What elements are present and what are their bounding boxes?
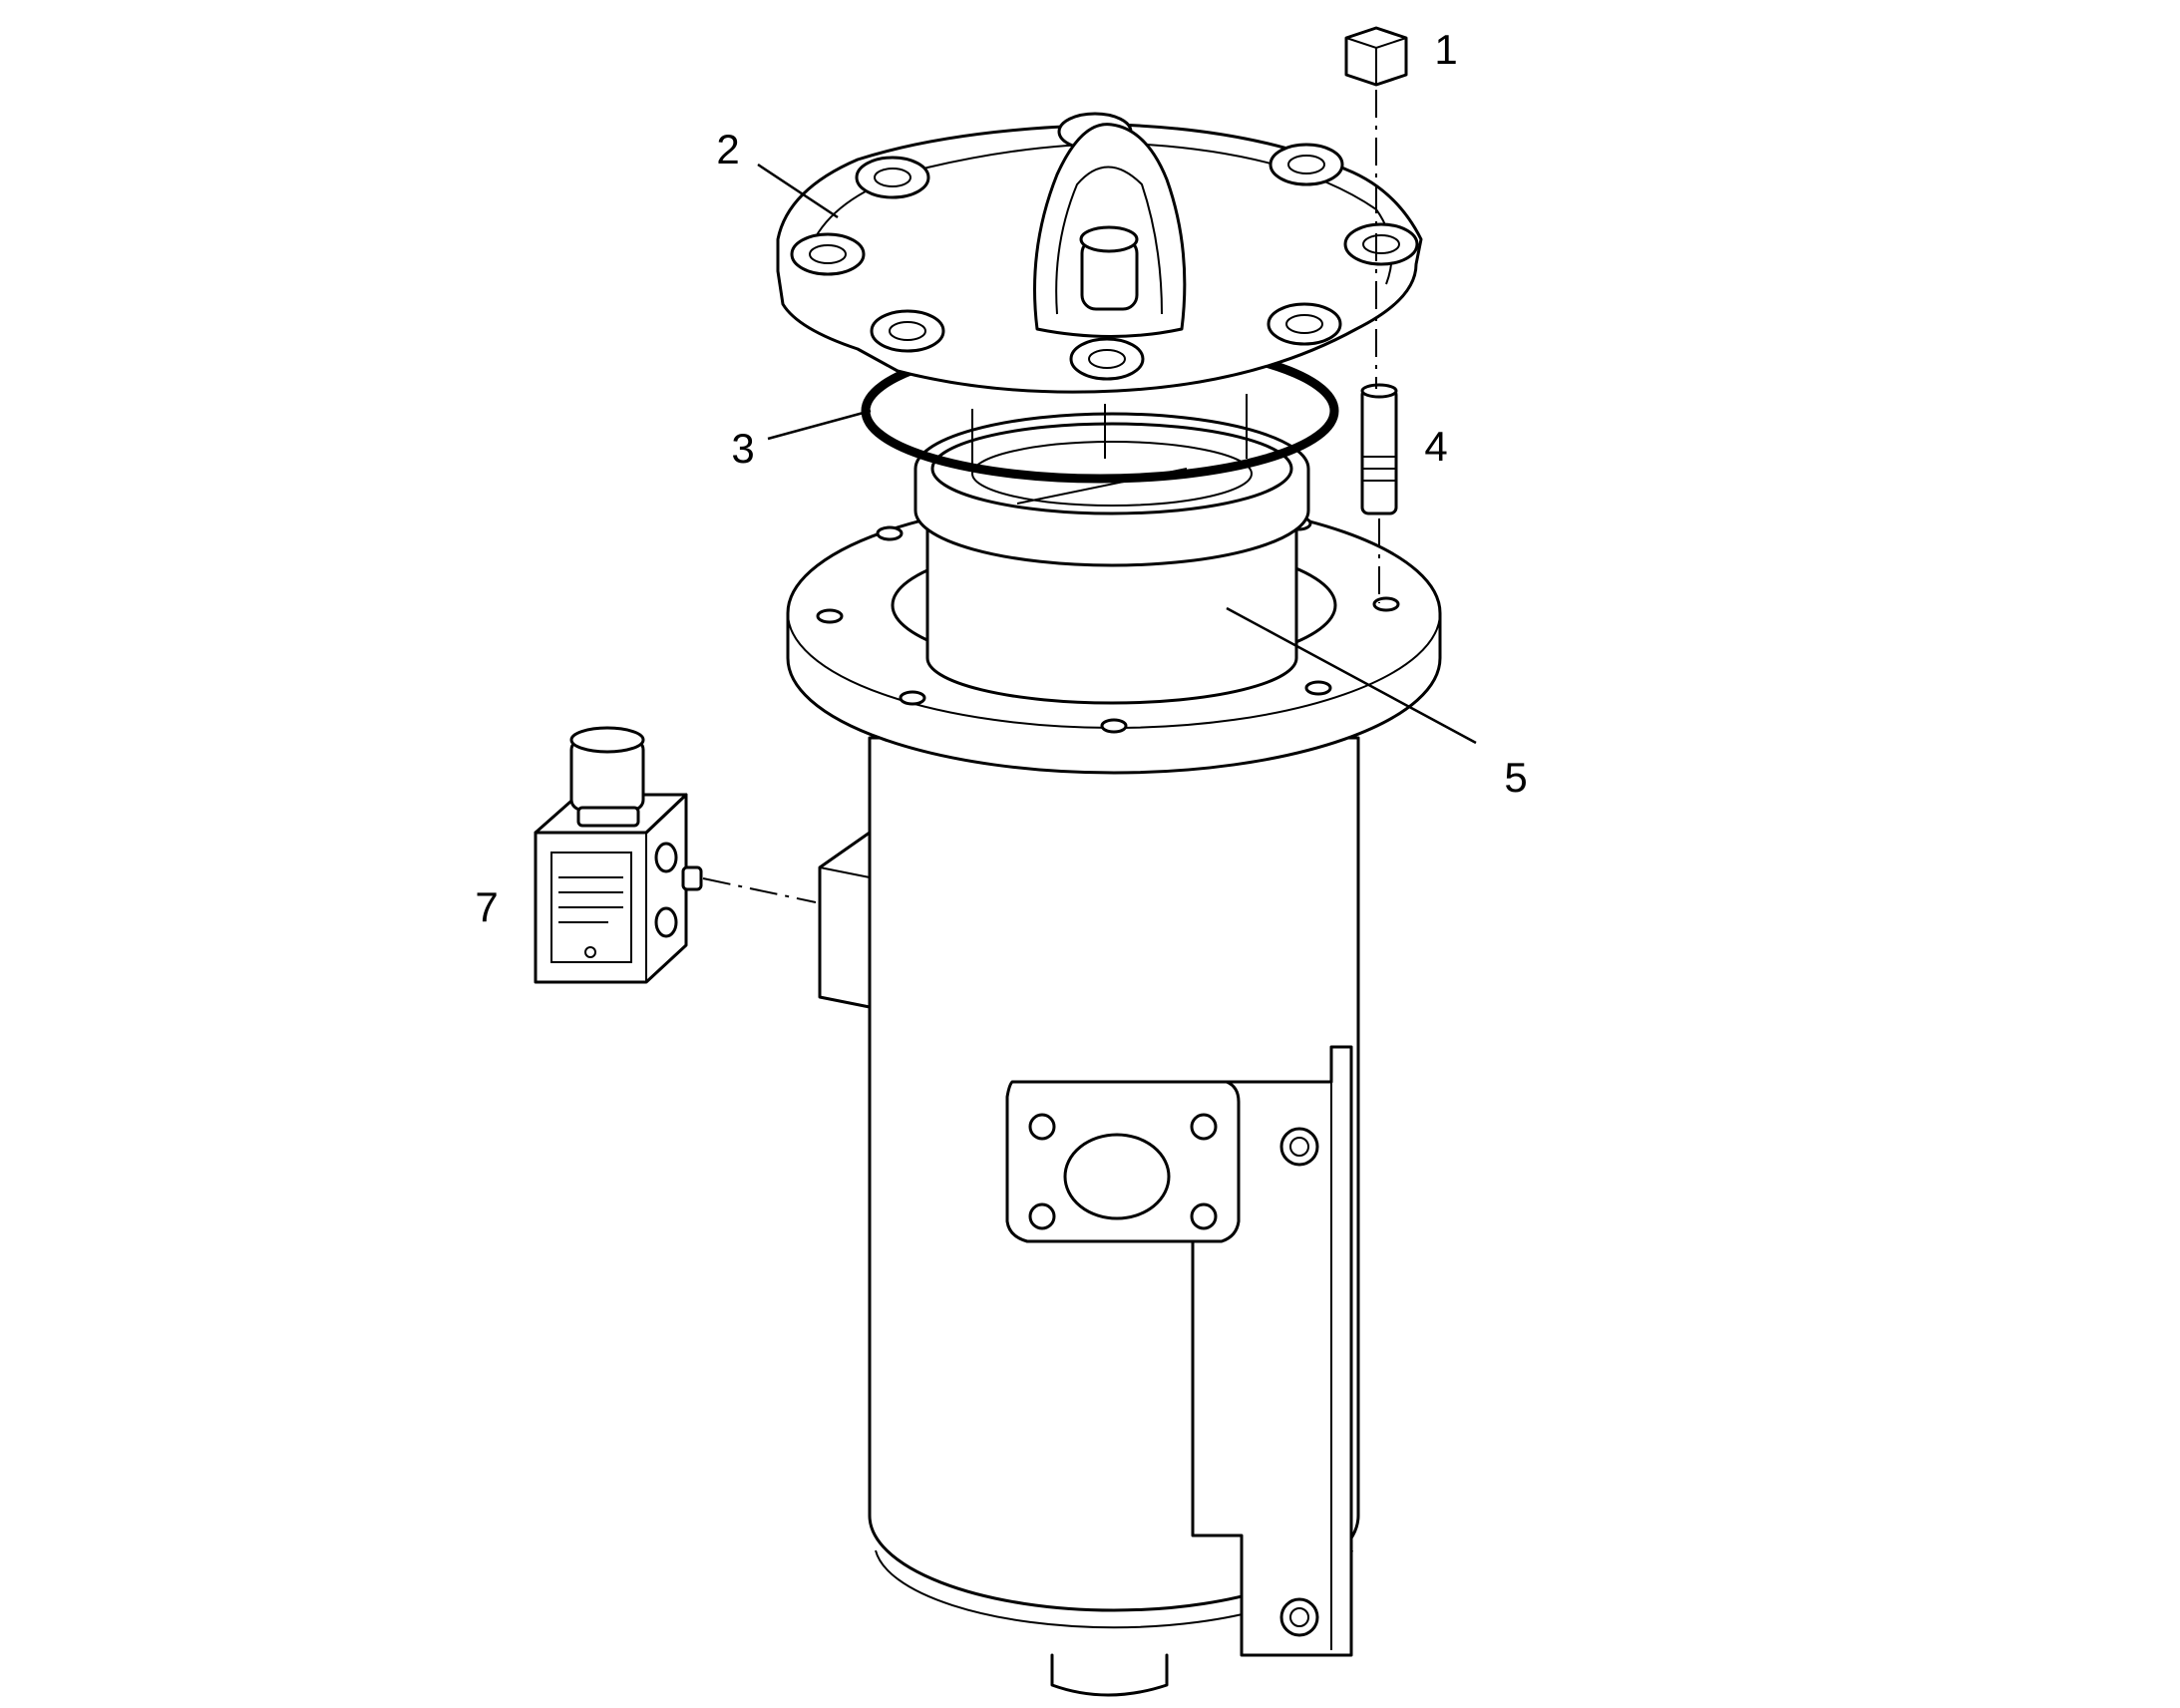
pressure-indicator [534, 726, 703, 984]
callout-1: 1 [1434, 26, 1458, 73]
callout-3: 3 [731, 425, 755, 472]
housing-cover [776, 112, 1423, 394]
bracket-bolt-top [1279, 1127, 1319, 1167]
stud [1360, 383, 1398, 515]
filter-element [913, 394, 1310, 705]
callout-5: 5 [1504, 754, 1528, 801]
callout-4: 4 [1424, 423, 1448, 470]
leader-3 [767, 409, 872, 441]
callout-7: 7 [475, 883, 499, 930]
leader-5 [1226, 606, 1477, 745]
callout-2: 2 [716, 126, 740, 172]
hex-nut [1344, 26, 1408, 87]
indicator-mount-block [818, 831, 872, 1009]
bracket-bolt-bottom [1279, 1597, 1319, 1637]
leader-2 [757, 163, 839, 219]
indicator-assembly-axis [702, 877, 817, 903]
